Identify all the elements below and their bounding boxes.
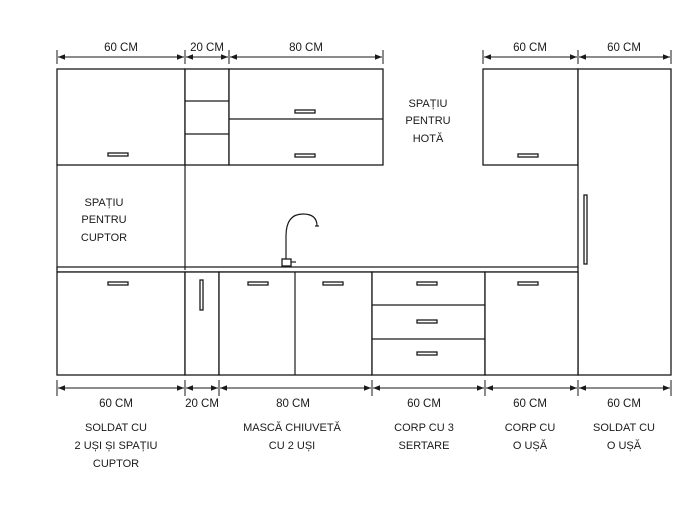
sink-left-handle [247, 281, 269, 286]
bottom-dim-3: 80 CM [276, 398, 310, 410]
bottom-dim-5: 60 CM [513, 398, 547, 410]
bottom-dimension-lines [56, 380, 672, 396]
wall-cabinet-right [482, 68, 579, 166]
module-1-line-3: CUPTOR [93, 458, 139, 470]
module-2-line-2: CU 2 UȘI [269, 440, 315, 452]
oven-space-label-1: SPAȚIU [85, 197, 124, 209]
drawer-1-handle [416, 281, 438, 286]
top-dim-wall-cabinet: 80 CM [289, 42, 323, 54]
wall-cabinet-80 [228, 68, 384, 166]
oven-space-label-2: PENTRU [81, 214, 126, 226]
bottom-dim-6: 60 CM [607, 398, 641, 410]
top-dimension-lines [56, 50, 672, 64]
module-1-line-1: SOLDAT CU [85, 422, 147, 434]
countertop [56, 266, 578, 273]
base-cabinets [56, 271, 579, 376]
wall-cabinet-bottom-handle [294, 153, 316, 158]
module-4-line-1: CORP CU [505, 422, 556, 434]
module-4-line-2: O UȘĂ [513, 439, 548, 452]
drawer-3-handle [416, 351, 438, 356]
bottom-dim-2: 20 CM [185, 398, 219, 410]
hood-space-label-3: HOTĂ [413, 132, 444, 145]
hood-space-label-1: SPAȚIU [409, 98, 448, 110]
wall-cabinet-top-handle [294, 109, 316, 114]
top-dim-base-cabinet: 60 CM [104, 42, 138, 54]
upper-door-handle [107, 152, 129, 157]
tall-cabinet-right [577, 68, 672, 376]
bottom-dim-4: 60 CM [407, 398, 441, 410]
top-dim-shelf: 20 CM [190, 42, 224, 54]
narrow-base-handle [199, 279, 204, 311]
module-2-line-1: MASCĂ CHIUVETĂ [243, 421, 341, 434]
module-1-line-2: 2 UȘI ȘI SPAȚIU [75, 440, 158, 452]
module-5-line-1: SOLDAT CU [593, 422, 655, 434]
bottom-dim-1: 60 CM [99, 398, 133, 410]
hood-space-label-2: PENTRU [405, 115, 450, 127]
wall-cabinet-right-handle [517, 153, 539, 158]
top-dim-tall-cabinet: 60 CM [607, 42, 641, 54]
left-base-handle [107, 281, 129, 286]
top-dim-wall-cabinet-right: 60 CM [513, 42, 547, 54]
tall-cabinet-handle [583, 194, 588, 265]
one-door-handle [517, 281, 539, 286]
module-3-line-2: SERTARE [399, 440, 450, 452]
module-3-line-1: CORP CU 3 [394, 422, 454, 434]
module-5-line-2: O UȘĂ [607, 439, 642, 452]
drawer-2-handle [416, 319, 438, 324]
open-shelf-unit [184, 68, 230, 166]
left-tall-unit [56, 68, 186, 270]
sink-right-handle [322, 281, 344, 286]
oven-space-label-3: CUPTOR [81, 232, 127, 244]
faucet-icon [281, 213, 319, 267]
